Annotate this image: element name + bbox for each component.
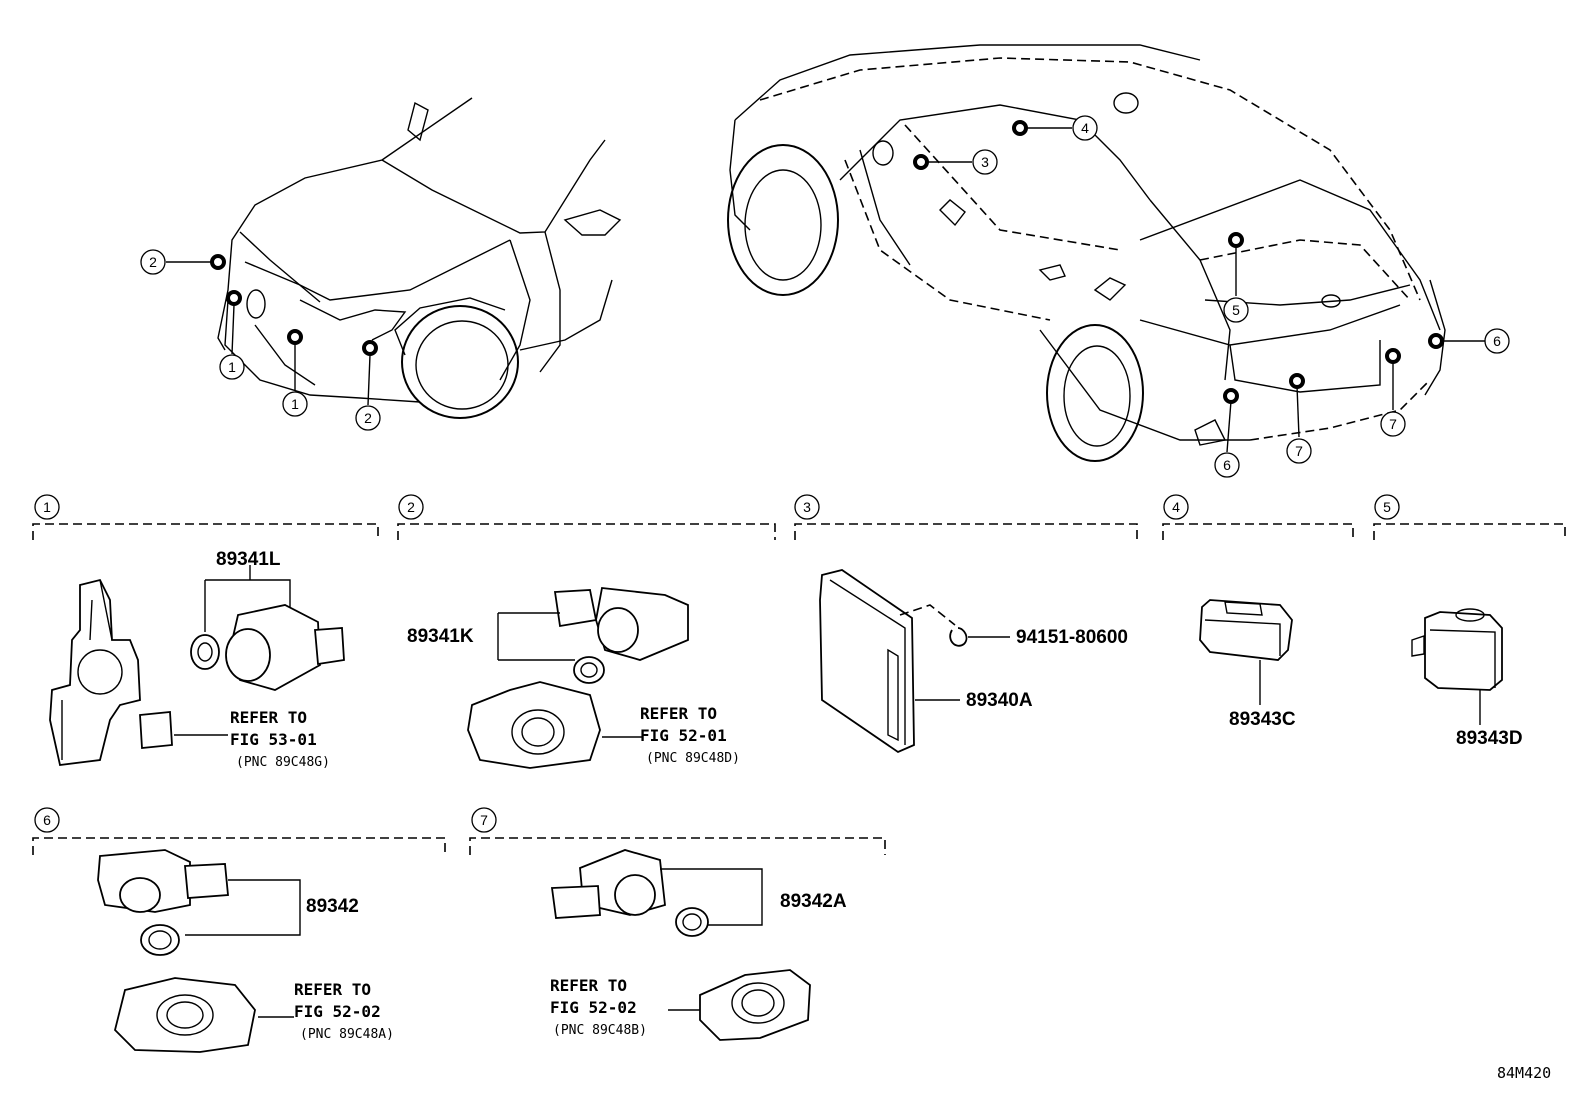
callout-circle-3: 3 [794,494,820,520]
callout-circle-2: 2 [398,494,424,520]
callout-circle-5: 5 [1223,297,1249,323]
section-brackets [32,523,1566,855]
part-label-89340A: 89340A [966,690,1033,711]
pnc-89C48G-label: (PNC 89C48G) [236,755,330,770]
callout-number: 3 [981,154,989,170]
callout-circle-7: 7 [1380,411,1406,437]
callout-circle-2: 2 [355,405,381,431]
part-label-89343D: 89343D [1456,728,1523,749]
callout-number: 1 [43,499,51,515]
callout-number: 4 [1172,499,1180,515]
pnc-89C48A-label: (PNC 89C48A) [300,1027,394,1042]
section-2-parts [467,587,689,769]
callout-number: 2 [407,499,415,515]
callout-circle-3: 3 [972,149,998,175]
callout-circle-5: 5 [1374,494,1400,520]
callout-number: 2 [364,410,372,426]
section-3-parts [819,569,1010,754]
callout-circle-1: 1 [282,391,308,417]
callout-number: 7 [1295,443,1303,459]
section-7-parts [550,849,811,1041]
fig-53-01-label[interactable]: FIG 53-01 [230,730,317,749]
callout-circle-6: 6 [34,807,60,833]
fig-52-01-label[interactable]: FIG 52-01 [640,726,727,745]
callout-markers [166,120,1485,453]
callout-circle-7: 7 [1286,438,1312,464]
callout-circle-6: 6 [1484,328,1510,354]
part-label-94151-80600: 94151-80600 [1016,627,1128,648]
callout-number: 1 [291,396,299,412]
callout-number: 5 [1232,302,1240,318]
refer-to-label-7: REFER TO [550,976,627,995]
callout-circle-1: 1 [219,354,245,380]
callout-number: 7 [480,812,488,828]
callout-circle-4: 4 [1072,115,1098,141]
pnc-89C48B-label: (PNC 89C48B) [553,1023,647,1038]
callout-circle-1: 1 [34,494,60,520]
refer-to-label-6: REFER TO [294,980,371,999]
callout-number: 6 [1223,457,1231,473]
callout-circle-7: 7 [471,807,497,833]
part-label-89343C: 89343C [1229,709,1296,730]
callout-number: 5 [1383,499,1391,515]
fig-52-02-label-7[interactable]: FIG 52-02 [550,998,637,1017]
part-label-89341L: 89341L [216,549,281,570]
callout-number: 7 [1389,416,1397,432]
section-1-parts [49,565,345,766]
pnc-89C48D-label: (PNC 89C48D) [646,751,740,766]
callout-circle-2: 2 [140,249,166,275]
callout-circle-6: 6 [1214,452,1240,478]
callout-number: 3 [803,499,811,515]
callout-number: 4 [1081,120,1089,136]
refer-to-label-2: REFER TO [640,704,717,723]
figure-code: 84M420 [1497,1064,1551,1082]
callout-number: 6 [43,812,51,828]
section-5-parts [1411,608,1503,725]
callout-circle-4: 4 [1163,494,1189,520]
front-car-view [217,97,622,419]
fig-52-02-label-6[interactable]: FIG 52-02 [294,1002,381,1021]
callout-number: 6 [1493,333,1501,349]
part-label-89341K: 89341K [407,626,474,647]
section-6-parts [97,849,301,1053]
part-label-89342: 89342 [306,896,359,917]
part-label-89342A: 89342A [780,891,847,912]
callout-numbers: 2 1 1 2 3 4 5 6 6 7 7 1 2 3 4 5 6 7 [34,115,1510,833]
rear-car-view [727,44,1446,462]
section-4-parts [1199,599,1293,705]
callout-number: 1 [228,359,236,375]
refer-to-label-1: REFER TO [230,708,307,727]
callout-number: 2 [149,254,157,270]
